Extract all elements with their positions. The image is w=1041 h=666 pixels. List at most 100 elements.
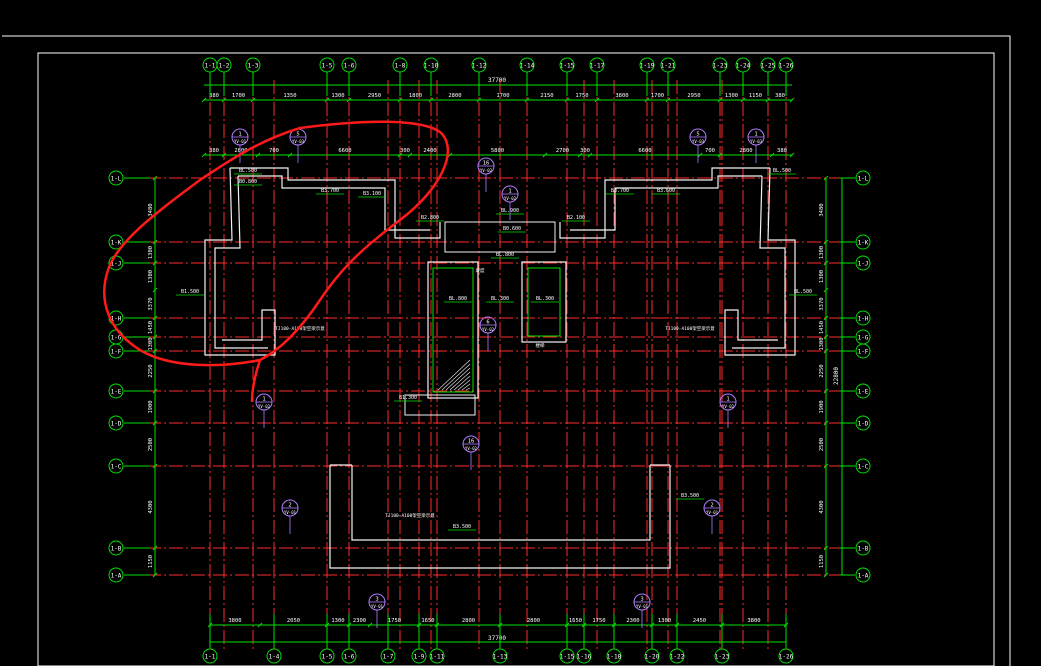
- axis-bubble-top: [589, 57, 605, 73]
- dim-tick: [587, 152, 593, 158]
- top-dim-row1-value: 1750: [575, 93, 588, 99]
- axis-label-right: 1-F: [858, 349, 869, 356]
- axis-label-bottom: 1-4: [269, 654, 280, 661]
- sheet-border: [37, 52, 995, 666]
- detail-bubbles: 1YV-015YV-0316YV-021YV-025YV-031YV-036YV…: [231, 128, 765, 628]
- axis-bubble-left: [108, 234, 124, 250]
- dim-tick: [152, 388, 158, 394]
- axis-label-left: 1-H: [111, 316, 122, 323]
- axis-label-bottom: 1-7: [383, 654, 394, 661]
- bottom-dim-row-value: 1750: [592, 618, 605, 624]
- dim-tick: [823, 348, 829, 354]
- top-dim-row1-value: 1350: [283, 93, 296, 99]
- top-dim-row2-value: 2800: [739, 148, 752, 154]
- right-dim-col-value: 1300: [819, 246, 825, 259]
- left-dim-col-value: 3480: [148, 203, 154, 216]
- axis-bubble-top: [778, 57, 794, 73]
- dim-tick: [823, 239, 829, 245]
- detail-bubble-ref: YV-02: [482, 327, 495, 332]
- axis-label-left: 1-F: [111, 349, 122, 356]
- detail-bubble-ref: YV-01: [284, 510, 297, 515]
- central-lower-box: [404, 394, 476, 416]
- axis-bubble-left: [108, 415, 124, 431]
- dim-tick: [823, 334, 829, 340]
- bottom-dim-row-value: 2050: [287, 618, 300, 624]
- axis-bubble-bottom: [411, 648, 427, 664]
- dim-tick: [823, 388, 829, 394]
- axis-label-left: 1-C: [111, 464, 122, 471]
- elevation-label: B1.300: [399, 395, 417, 401]
- axis-bubble-top: [471, 57, 487, 73]
- detail-bubble-number: 3: [375, 597, 378, 603]
- right-wing-inner: [570, 175, 762, 231]
- dim-tick: [255, 152, 261, 158]
- left-dim-col-value: 2500: [148, 438, 154, 451]
- dim-tick: [152, 348, 158, 354]
- axis-label-top: 1-12: [472, 63, 487, 70]
- axis-bubble-bottom: [266, 648, 282, 664]
- bottom-dim-row-value: 3800: [228, 618, 241, 624]
- stair-core-right-inner: [527, 267, 561, 337]
- elevation-label: B3.500: [681, 493, 699, 499]
- dim-tick: [152, 545, 158, 551]
- axis-bubble-bottom: [714, 648, 730, 664]
- axis-label-bottom: 1-22: [670, 654, 685, 661]
- dim-tick: [152, 175, 158, 181]
- dim-tick: [823, 545, 829, 551]
- elevation-label: B3.500: [453, 524, 471, 530]
- drawing-note: 楼梯: [536, 342, 545, 349]
- axis-bubble-right: [855, 567, 871, 583]
- top-dim-row2-value: 380: [777, 148, 787, 154]
- dim-tick: [524, 97, 530, 103]
- right-wing-wall-a: [724, 167, 796, 356]
- bottom-dim-row-value: 1650: [569, 618, 582, 624]
- dim-tick: [346, 97, 352, 103]
- axis-bubble-top: [559, 57, 575, 73]
- axis-bubble-bottom: [606, 648, 622, 664]
- dim-tick: [152, 260, 158, 266]
- dim-tick: [447, 152, 453, 158]
- drawing-note: TJ100-A100架空梁示意: [275, 325, 325, 332]
- bottom-u-outer: [329, 465, 671, 569]
- top-dim-row1-value: 1700: [651, 93, 664, 99]
- axis-bubble-bottom: [778, 648, 794, 664]
- axis-label-left: 1-L: [111, 176, 122, 183]
- axis-label-top: 1-3: [248, 63, 259, 70]
- axis-bubble-top: [216, 57, 232, 73]
- top-dim-row1-value: 1700: [232, 93, 245, 99]
- dim-tick: [201, 97, 207, 103]
- elevation-label: B3.700: [611, 188, 629, 194]
- right-dim-col-value: 2500: [819, 438, 825, 451]
- top-dim-row1-value: 1300: [331, 93, 344, 99]
- dim-tick: [823, 420, 829, 426]
- axis-label-bottom: 1-23: [715, 654, 730, 661]
- axis-bubble-bottom: [644, 648, 660, 664]
- axis-bubble-left: [108, 540, 124, 556]
- dim-tick: [594, 97, 600, 103]
- left-dim-col-value: 3370: [148, 297, 154, 310]
- axis-bubble-top: [712, 57, 728, 73]
- detail-bubble-number: 6: [486, 320, 489, 326]
- axis-label-right: 1-D: [858, 421, 869, 428]
- detail-bubble-ref: YV-02: [722, 404, 735, 409]
- dim-tick: [221, 97, 227, 103]
- axis-bubble-top: [660, 57, 676, 73]
- right-dim-col-value: 1150: [819, 555, 825, 568]
- right-total-dim: 22800: [833, 367, 840, 385]
- dim-tick: [697, 152, 703, 158]
- elevation-label: B3.700: [321, 188, 339, 194]
- left-dim-col-value: 1300: [148, 246, 154, 259]
- axis-bubble-right: [855, 458, 871, 474]
- axis-label-bottom: 1-1: [205, 654, 216, 661]
- dim-tick: [665, 97, 671, 103]
- detail-bubble-ref: YV-02: [480, 168, 493, 173]
- axis-label-right: 1-G: [858, 335, 869, 342]
- dim-tick: [152, 420, 158, 426]
- axis-label-top: 1-2: [219, 63, 230, 70]
- elevation-label: BL.500: [239, 168, 257, 174]
- axis-bubble-top: [519, 57, 535, 73]
- top-dim-row1-value: 1300: [725, 93, 738, 99]
- axis-bubble-right: [855, 540, 871, 556]
- elevation-label: B1.500: [181, 289, 199, 295]
